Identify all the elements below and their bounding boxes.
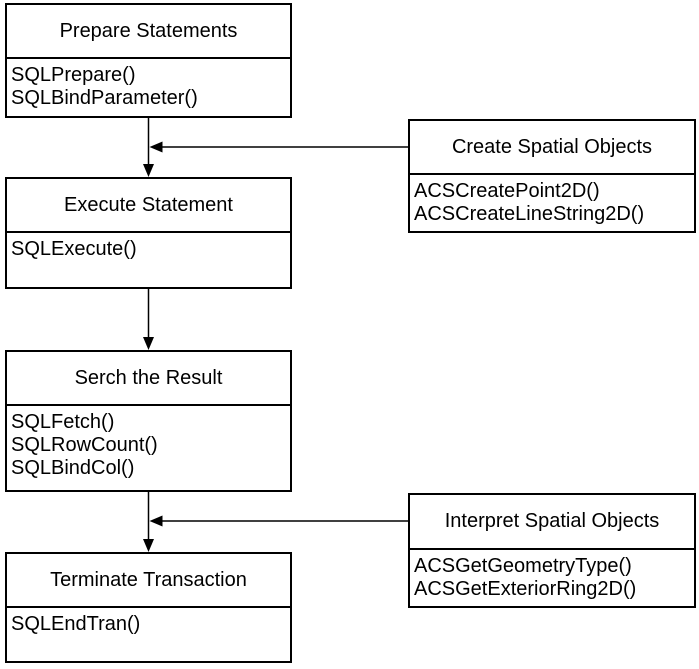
arrow-create-spatial-to-flow <box>149 141 408 153</box>
function-name: ACSCreateLineString2D() <box>414 203 645 225</box>
arrow-search-to-terminate <box>143 492 154 552</box>
box-title: Serch the Result <box>7 352 290 406</box>
box-body: SQLPrepare() SQLBindParameter() <box>7 59 290 110</box>
box-title: Create Spatial Objects <box>410 121 694 175</box>
function-name: ACSCreatePoint2D() <box>414 180 600 202</box>
box-interpret-spatial-objects: Interpret Spatial Objects ACSGetGeometry… <box>408 493 696 608</box>
arrow-interpret-spatial-to-flow <box>149 515 408 527</box>
box-body: SQLExecute() <box>7 233 290 261</box>
function-name: SQLBindParameter() <box>11 87 198 109</box>
function-name: SQLExecute() <box>11 238 137 260</box>
function-name: SQLEndTran() <box>11 613 141 635</box>
box-body: SQLFetch() SQLRowCount() SQLBindCol() <box>7 406 290 480</box>
box-execute-statement: Execute Statement SQLExecute() <box>5 177 292 289</box>
box-body: ACSGetGeometryType() ACSGetExteriorRing2… <box>410 550 694 601</box>
box-terminate-transaction: Terminate Transaction SQLEndTran() <box>5 552 292 663</box>
box-create-spatial-objects: Create Spatial Objects ACSCreatePoint2D(… <box>408 119 696 233</box>
box-title: Execute Statement <box>7 179 290 233</box>
arrow-execute-to-search <box>143 289 154 350</box>
box-body: SQLEndTran() <box>7 608 290 636</box>
box-search-the-result: Serch the Result SQLFetch() SQLRowCount(… <box>5 350 292 492</box>
box-title: Prepare Statements <box>7 5 290 59</box>
box-title: Terminate Transaction <box>7 554 290 608</box>
box-title: Interpret Spatial Objects <box>410 495 694 550</box>
function-name: ACSGetExteriorRing2D() <box>414 578 637 600</box>
box-prepare-statements: Prepare Statements SQLPrepare() SQLBindP… <box>5 3 292 118</box>
function-name: SQLBindCol() <box>11 457 135 479</box>
function-name: SQLPrepare() <box>11 64 136 86</box>
arrow-prepare-to-execute <box>143 118 154 177</box>
function-name: SQLFetch() <box>11 411 115 433</box>
function-name: SQLRowCount() <box>11 434 158 456</box>
function-name: ACSGetGeometryType() <box>414 555 632 577</box>
box-body: ACSCreatePoint2D() ACSCreateLineString2D… <box>410 175 694 226</box>
